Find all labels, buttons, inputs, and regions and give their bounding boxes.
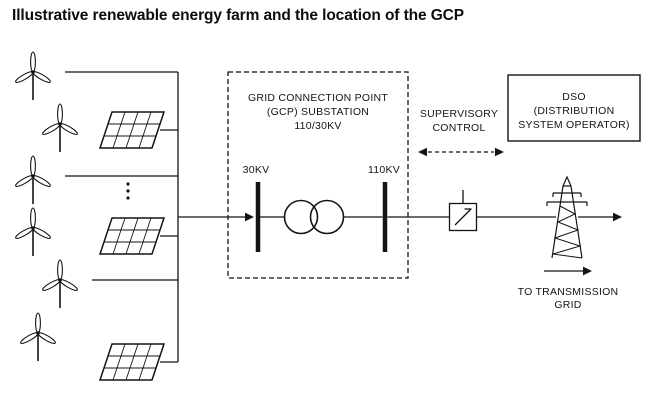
ellipsis-dots-icon (126, 182, 130, 200)
busbar-110kv-label: 110KV (368, 164, 400, 176)
solar-panel-icon (99, 217, 165, 255)
dso-box: DSO (DISTRIBUTION SYSTEM OPERATOR) (507, 74, 641, 142)
supervisory-label-line2: CONTROL (432, 122, 485, 134)
figure-title: Illustrative renewable energy farm and t… (12, 7, 465, 24)
solar-panel-icon (99, 111, 165, 149)
collector-lines (65, 71, 246, 363)
wind-turbine-icon (18, 312, 58, 362)
wind-turbine-icon (13, 155, 53, 205)
to-transmission-grid: TO TRANSMISSION GRID (518, 266, 619, 311)
flow-arrow-out (613, 212, 622, 222)
transmission-label-line2: GRID (554, 299, 581, 311)
gcp-title-line2: (GCP) SUBSTATION (267, 106, 369, 118)
gcp-substation-box: GRID CONNECTION POINT (GCP) SUBSTATION 1… (227, 71, 409, 279)
transmission-label-line1: TO TRANSMISSION (518, 286, 619, 298)
flow-arrow-into-gcp (245, 212, 254, 222)
wind-turbine-icon (40, 103, 80, 153)
gcp-title-line1: GRID CONNECTION POINT (248, 92, 388, 104)
dso-label-line3: SYSTEM OPERATOR) (518, 119, 630, 131)
gcp-title-line3: 110/30KV (294, 120, 341, 132)
wind-turbine-icon (40, 259, 80, 309)
solar-panel-icon (99, 343, 165, 381)
supervisory-label-line1: SUPERVISORY (420, 108, 498, 120)
transformer-icon (260, 199, 383, 235)
supervisory-control-arrow (418, 147, 504, 157)
supervisory-control: SUPERVISORY CONTROL (418, 108, 504, 157)
wind-farm-group (13, 51, 80, 362)
flow-arrow-transmission (583, 266, 592, 276)
wind-turbine-icon (13, 51, 53, 101)
wind-turbine-icon (13, 207, 53, 257)
transmission-tower-icon (546, 175, 588, 259)
dso-label-line2: (DISTRIBUTION (534, 105, 615, 117)
busbar-30kv-label: 30KV (243, 164, 270, 176)
solar-farm-group (99, 111, 165, 381)
dso-label-line1: DSO (562, 91, 586, 103)
breaker-icon (448, 202, 478, 232)
export-line (387, 190, 613, 218)
